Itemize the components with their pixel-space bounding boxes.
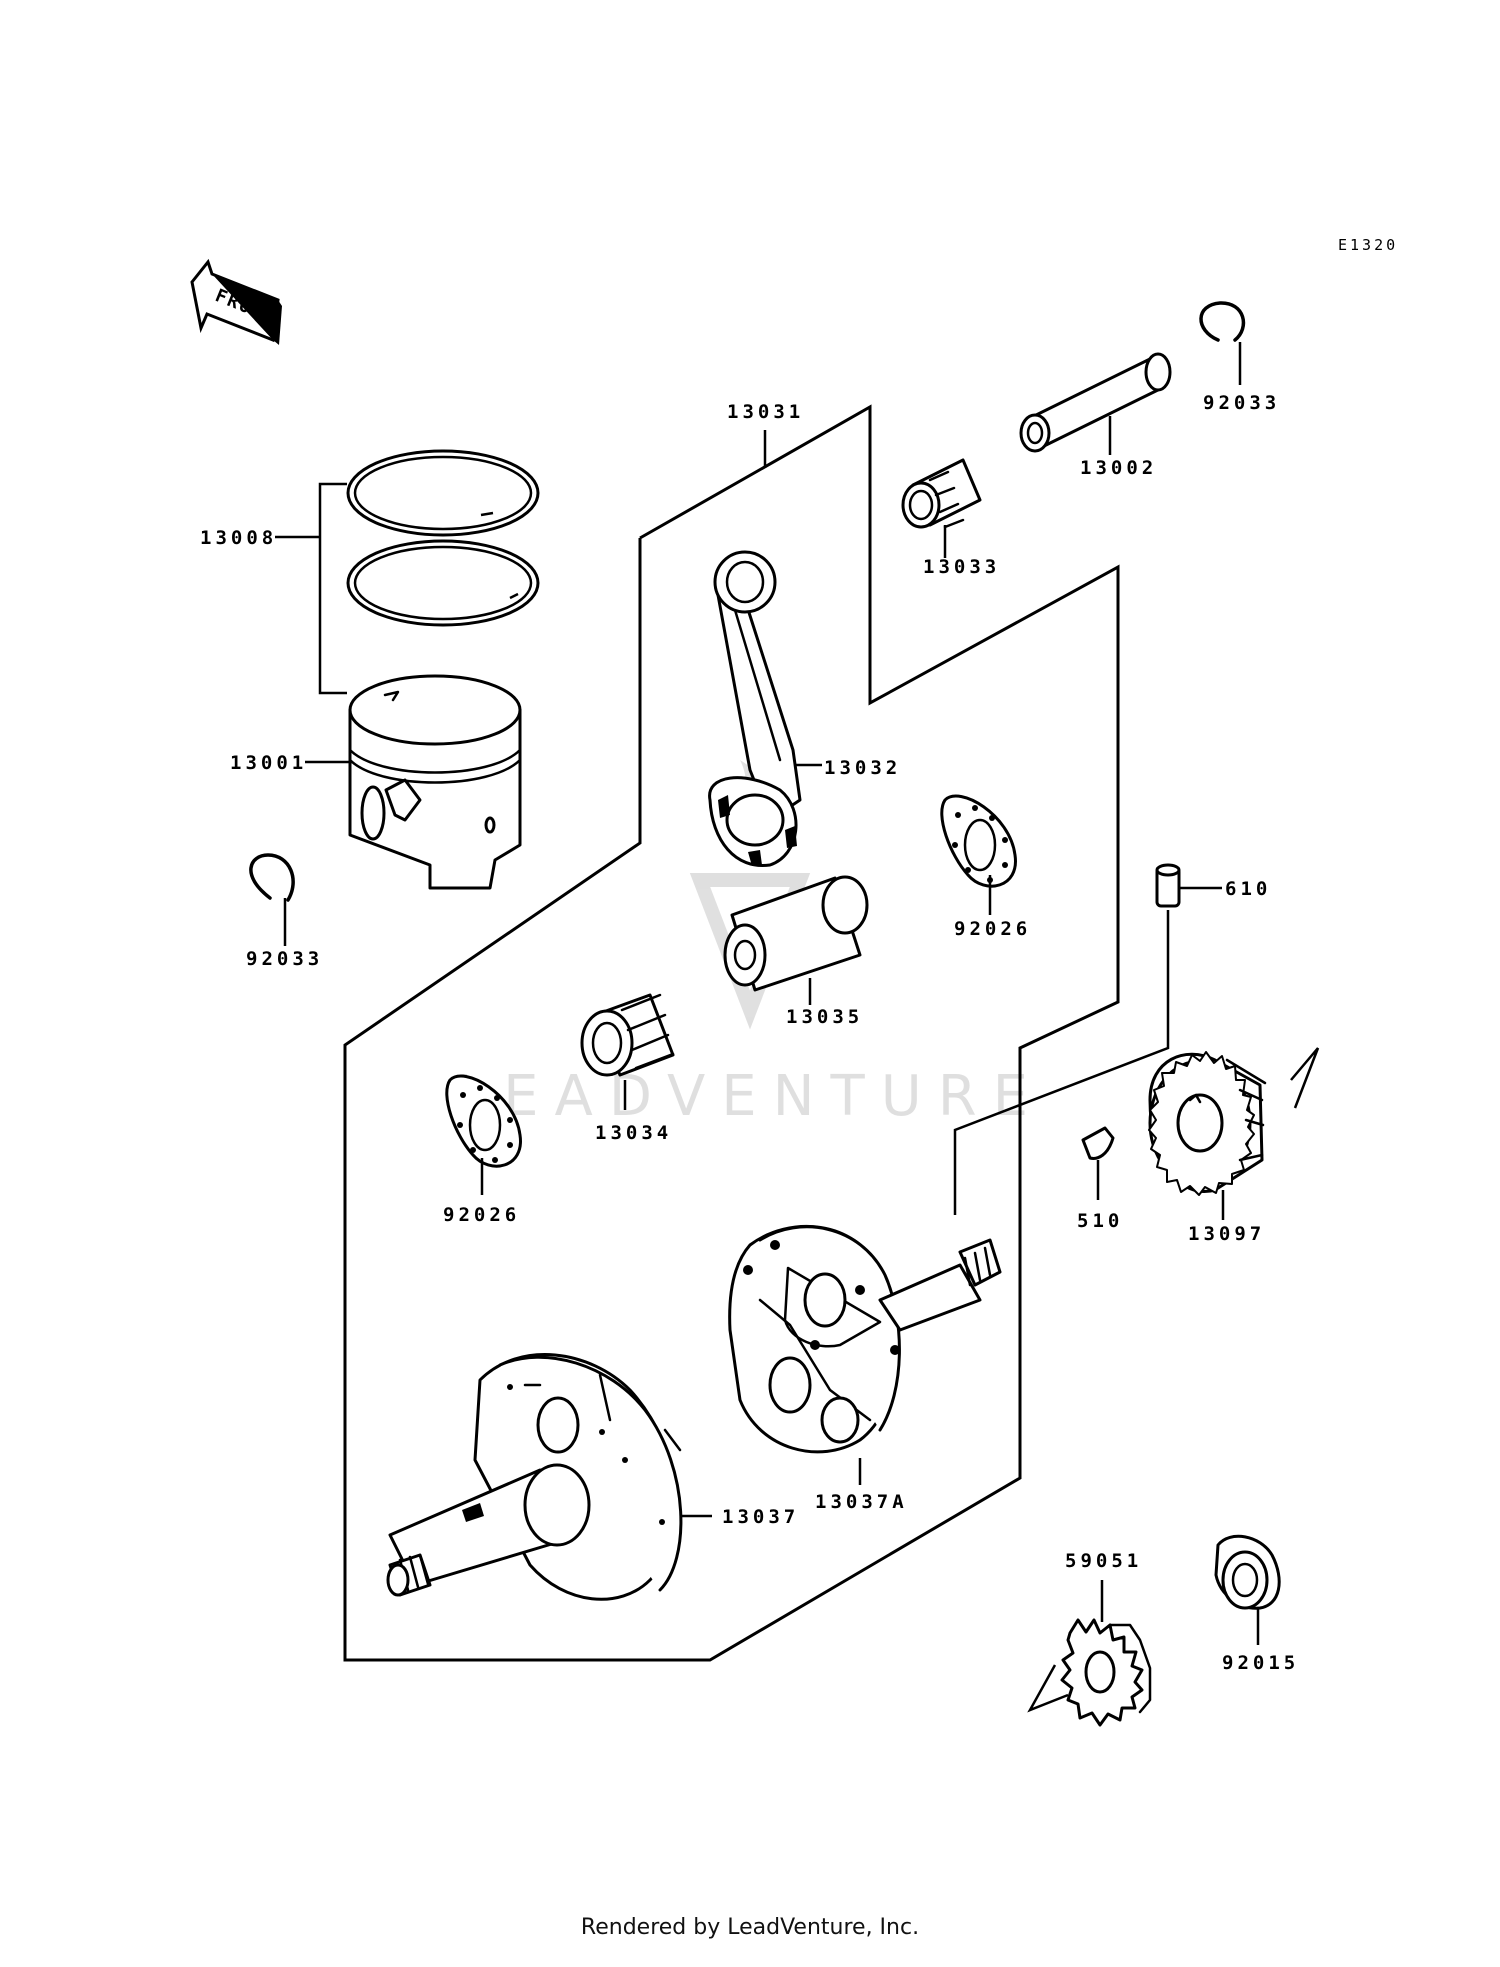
circlip-right-icon[interactable]: [1199, 301, 1246, 342]
part-number-13037A[interactable]: 13037A: [815, 1491, 908, 1513]
part-number-13033[interactable]: 13033: [923, 556, 1000, 578]
piston-pin[interactable]: [1019, 352, 1172, 453]
primary-gear[interactable]: [1148, 1051, 1267, 1196]
footer-credit: Rendered by LeadVenture, Inc.: [580, 1915, 920, 1940]
part-number-13035[interactable]: 13035: [786, 1006, 863, 1028]
dowel-pin[interactable]: [1155, 863, 1181, 908]
part-number-13008[interactable]: 13008: [200, 527, 277, 549]
connecting-rod[interactable]: [708, 550, 802, 868]
piston-rings[interactable]: [346, 449, 540, 627]
part-number-610[interactable]: 610: [1225, 878, 1271, 900]
part-number-92026-lower[interactable]: 92026: [443, 1204, 520, 1226]
watermark-text: LEADVENTURE: [456, 1064, 1044, 1129]
part-number-13034[interactable]: 13034: [595, 1122, 672, 1144]
flywheel-nut[interactable]: [1214, 1534, 1281, 1610]
thrust-washer-upper[interactable]: [940, 794, 1017, 888]
part-number-13037[interactable]: 13037: [722, 1506, 799, 1528]
part-labels: 13008 13001 92033 92033 13031 13033 1300…: [200, 392, 1299, 1674]
crank-half-left[interactable]: [386, 1353, 683, 1601]
crank-pin[interactable]: [723, 875, 869, 992]
diagram-code: E1320: [1338, 236, 1398, 254]
small-end-bearing[interactable]: [901, 458, 982, 529]
piston[interactable]: [348, 674, 522, 890]
part-number-92015[interactable]: 92015: [1222, 1652, 1299, 1674]
part-number-92026-upper[interactable]: 92026: [954, 918, 1031, 940]
assembly-frame: [343, 404, 1120, 1662]
crank-half-right[interactable]: [728, 1225, 1002, 1454]
part-number-13097[interactable]: 13097: [1188, 1223, 1265, 1245]
oil-pump-drive-gear[interactable]: [1060, 1618, 1152, 1727]
part-number-510[interactable]: 510: [1077, 1210, 1123, 1232]
woodruff-key-icon[interactable]: [1081, 1126, 1115, 1160]
part-number-13032[interactable]: 13032: [824, 757, 901, 779]
part-number-92033-right[interactable]: 92033: [1203, 392, 1280, 414]
part-number-13001[interactable]: 13001: [230, 752, 307, 774]
part-number-13031[interactable]: 13031: [727, 401, 804, 423]
part-number-92033-left[interactable]: 92033: [246, 948, 323, 970]
big-end-bearing[interactable]: [580, 993, 675, 1077]
part-number-59051[interactable]: 59051: [1065, 1550, 1142, 1572]
front-arrow-icon: FRONT: [190, 258, 282, 345]
thrust-washer-lower[interactable]: [445, 1074, 522, 1168]
circlip-left-icon[interactable]: [249, 853, 295, 902]
part-number-13002[interactable]: 13002: [1080, 457, 1157, 479]
